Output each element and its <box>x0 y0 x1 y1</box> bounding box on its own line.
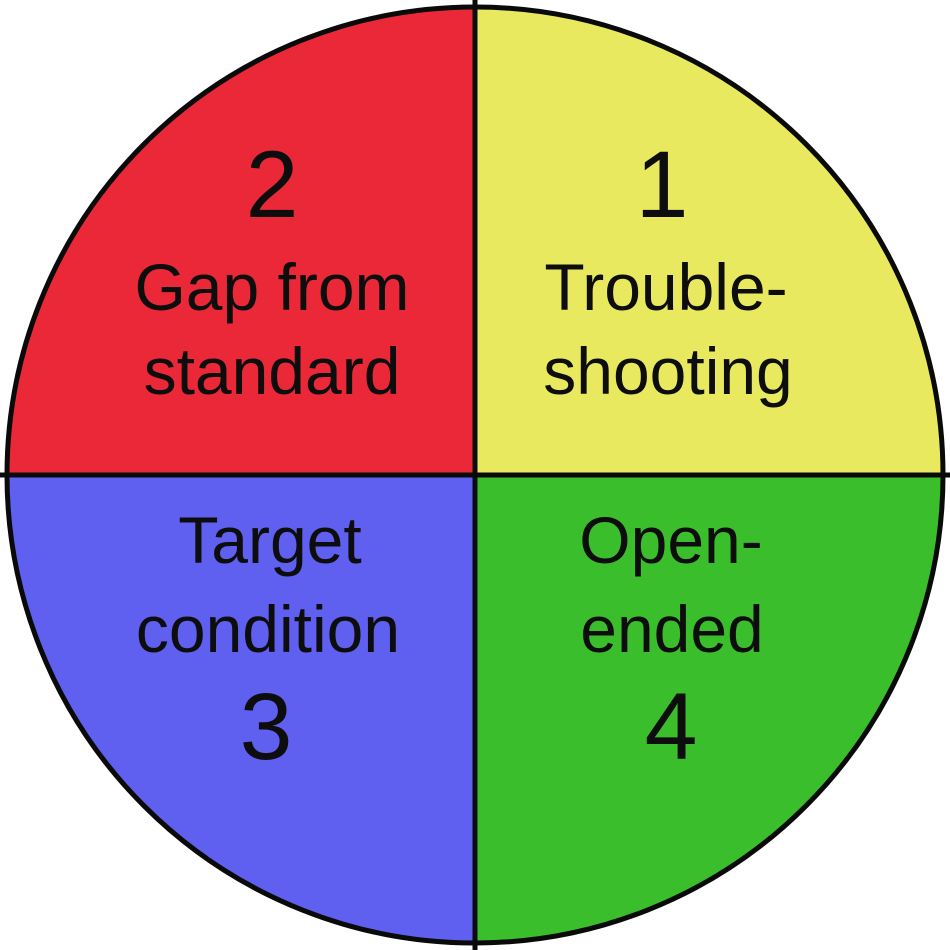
quadrant-1-number: 1 <box>636 132 689 238</box>
quadrant-2-label-line2: standard <box>144 334 401 408</box>
quadrant-1-label-line2: shooting <box>543 334 793 408</box>
quadrant-4-label-line2: ended <box>580 592 764 666</box>
quadrant-3-label-line1: Target <box>178 503 361 577</box>
quadrant-3-slice <box>7 475 475 943</box>
quadrant-1-slice <box>475 7 943 475</box>
quadrant-4-label-line1: Open- <box>579 503 762 577</box>
quadrant-4-slice <box>475 475 943 943</box>
quadrant-2-label-line1: Gap from <box>134 250 409 324</box>
quadrant-2-number: 2 <box>246 132 299 238</box>
quadrant-2-slice <box>7 7 475 475</box>
circle-outline <box>4 4 946 946</box>
quadrant-4-number: 4 <box>645 674 698 780</box>
quadrant-1-label-line1: Trouble- <box>544 250 787 324</box>
quadrant-3-label-line2: condition <box>136 592 400 666</box>
quadrant-3-number: 3 <box>240 674 293 780</box>
